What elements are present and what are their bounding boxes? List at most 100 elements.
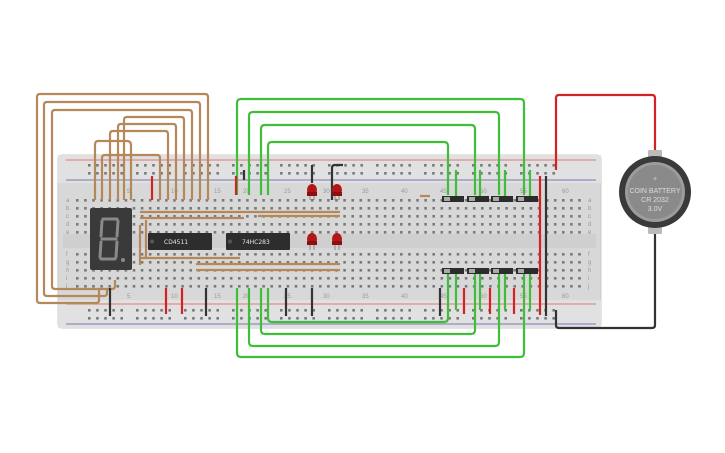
- terminal-hole[interactable]: [440, 253, 444, 256]
- rail-hole[interactable]: [528, 317, 531, 320]
- terminal-hole[interactable]: [489, 277, 492, 280]
- rail-hole[interactable]: [552, 164, 555, 167]
- terminal-hole[interactable]: [335, 285, 338, 288]
- slide-switch[interactable]: [467, 268, 489, 274]
- rail-hole[interactable]: [384, 164, 387, 167]
- rail-hole[interactable]: [480, 309, 483, 312]
- terminal-hole[interactable]: [351, 277, 354, 280]
- terminal-hole[interactable]: [327, 199, 330, 202]
- terminal-hole[interactable]: [400, 215, 403, 218]
- terminal-hole[interactable]: [148, 261, 152, 264]
- rail-hole[interactable]: [328, 164, 331, 167]
- terminal-hole[interactable]: [432, 261, 435, 264]
- terminal-hole[interactable]: [375, 231, 379, 234]
- terminal-hole[interactable]: [108, 269, 111, 272]
- terminal-hole[interactable]: [440, 207, 444, 210]
- terminal-hole[interactable]: [319, 261, 322, 264]
- terminal-hole[interactable]: [238, 199, 241, 202]
- terminal-hole[interactable]: [424, 261, 427, 264]
- terminal-hole[interactable]: [424, 285, 427, 288]
- terminal-hole[interactable]: [408, 261, 411, 264]
- terminal-hole[interactable]: [254, 261, 257, 264]
- terminal-hole[interactable]: [229, 285, 233, 288]
- rail-hole[interactable]: [496, 317, 499, 320]
- terminal-hole[interactable]: [165, 261, 168, 264]
- terminal-hole[interactable]: [278, 285, 282, 288]
- rail-hole[interactable]: [328, 172, 331, 175]
- terminal-hole[interactable]: [383, 207, 387, 210]
- terminal-hole[interactable]: [254, 215, 257, 218]
- terminal-hole[interactable]: [391, 215, 395, 218]
- terminal-hole[interactable]: [302, 261, 306, 264]
- terminal-hole[interactable]: [189, 223, 192, 226]
- terminal-hole[interactable]: [238, 223, 241, 226]
- terminal-hole[interactable]: [294, 285, 298, 288]
- wire-brown[interactable]: [35, 92, 210, 305]
- terminal-hole[interactable]: [173, 223, 176, 226]
- rail-hole[interactable]: [288, 309, 291, 312]
- terminal-hole[interactable]: [351, 269, 354, 272]
- terminal-hole[interactable]: [432, 269, 435, 272]
- terminal-hole[interactable]: [359, 269, 363, 272]
- rail-hole[interactable]: [88, 164, 91, 167]
- terminal-hole[interactable]: [416, 231, 419, 234]
- rail-hole[interactable]: [136, 164, 139, 167]
- terminal-hole[interactable]: [84, 277, 87, 280]
- rail-hole[interactable]: [192, 164, 195, 167]
- terminal-hole[interactable]: [229, 223, 233, 226]
- terminal-hole[interactable]: [327, 231, 330, 234]
- rail-hole[interactable]: [144, 172, 147, 175]
- terminal-hole[interactable]: [302, 277, 306, 280]
- terminal-hole[interactable]: [213, 277, 217, 280]
- terminal-hole[interactable]: [335, 199, 338, 202]
- terminal-hole[interactable]: [286, 285, 290, 288]
- terminal-hole[interactable]: [205, 215, 209, 218]
- terminal-hole[interactable]: [513, 215, 516, 218]
- rail-hole[interactable]: [216, 172, 219, 175]
- terminal-hole[interactable]: [148, 253, 152, 256]
- terminal-hole[interactable]: [424, 277, 427, 280]
- wire-green[interactable]: [247, 268, 501, 348]
- terminal-hole[interactable]: [383, 223, 387, 226]
- slide-switch[interactable]: [516, 196, 538, 202]
- terminal-hole[interactable]: [472, 223, 476, 226]
- terminal-hole[interactable]: [472, 261, 476, 264]
- terminal-hole[interactable]: [400, 199, 403, 202]
- rail-hole[interactable]: [488, 317, 491, 320]
- terminal-hole[interactable]: [132, 231, 136, 234]
- terminal-hole[interactable]: [205, 223, 209, 226]
- terminal-hole[interactable]: [553, 231, 557, 234]
- rail-hole[interactable]: [264, 317, 267, 320]
- terminal-hole[interactable]: [148, 223, 152, 226]
- terminal-hole[interactable]: [165, 231, 168, 234]
- terminal-hole[interactable]: [92, 269, 95, 272]
- rail-hole[interactable]: [304, 172, 307, 175]
- terminal-hole[interactable]: [92, 199, 95, 202]
- rail-hole[interactable]: [88, 317, 91, 320]
- rail-hole[interactable]: [104, 172, 107, 175]
- terminal-hole[interactable]: [254, 277, 257, 280]
- terminal-hole[interactable]: [448, 277, 452, 280]
- terminal-hole[interactable]: [521, 215, 525, 218]
- rail-hole[interactable]: [456, 172, 459, 175]
- terminal-hole[interactable]: [367, 215, 371, 218]
- terminal-hole[interactable]: [440, 215, 444, 218]
- terminal-hole[interactable]: [481, 277, 484, 280]
- terminal-hole[interactable]: [76, 277, 79, 280]
- wire-green[interactable]: [235, 97, 526, 195]
- terminal-hole[interactable]: [254, 223, 257, 226]
- terminal-hole[interactable]: [165, 269, 168, 272]
- terminal-hole[interactable]: [553, 207, 557, 210]
- terminal-hole[interactable]: [481, 261, 484, 264]
- terminal-hole[interactable]: [416, 253, 419, 256]
- terminal-hole[interactable]: [319, 285, 322, 288]
- terminal-hole[interactable]: [391, 223, 395, 226]
- terminal-hole[interactable]: [578, 223, 581, 226]
- terminal-hole[interactable]: [570, 215, 573, 218]
- terminal-hole[interactable]: [529, 261, 533, 264]
- terminal-hole[interactable]: [424, 199, 427, 202]
- rail-hole[interactable]: [424, 164, 427, 167]
- rail-hole[interactable]: [448, 317, 451, 320]
- terminal-hole[interactable]: [553, 277, 557, 280]
- terminal-hole[interactable]: [189, 215, 192, 218]
